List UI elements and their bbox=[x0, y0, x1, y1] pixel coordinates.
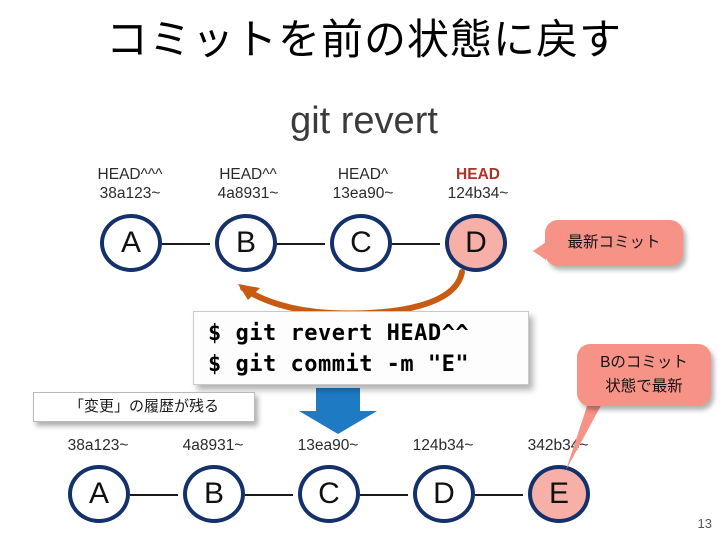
edge-a-b-top bbox=[162, 243, 210, 245]
hash-label-b-bottom: 4a8931~ bbox=[143, 436, 283, 455]
reflabel-d-top: HEAD 124b34~ bbox=[408, 165, 548, 203]
callout-b-state-latest: Bのコミット 状態で最新 bbox=[577, 344, 711, 406]
edge-b-c-bottom bbox=[245, 494, 293, 496]
hash-text-e-bottom: 342b34~ bbox=[527, 437, 589, 454]
note-box-text: 「変更」の履歴が残る bbox=[68, 398, 219, 415]
hash-text-d-top: 124b34~ bbox=[447, 185, 509, 202]
command-line-1: $ git revert HEAD^^ bbox=[208, 321, 470, 346]
callout-latest-commit-text: 最新コミット bbox=[567, 234, 661, 251]
callout-latest-commit: 最新コミット bbox=[533, 220, 683, 266]
hash-text-d-bottom: 124b34~ bbox=[412, 437, 474, 454]
commit-node-a-top[interactable]: A bbox=[100, 214, 162, 272]
edge-c-d-top bbox=[392, 243, 440, 245]
commit-letter-d-top: D bbox=[465, 226, 487, 259]
commit-node-b-top[interactable]: B bbox=[215, 214, 277, 272]
commit-node-d-top[interactable]: D bbox=[445, 214, 507, 272]
reflabel-c-top: HEAD^ 13ea90~ bbox=[293, 165, 433, 203]
hash-text-c-bottom: 13ea90~ bbox=[297, 437, 359, 454]
edge-b-c-top bbox=[277, 243, 325, 245]
commit-letter-b-top: B bbox=[235, 226, 256, 259]
commit-node-a-bottom[interactable]: A bbox=[68, 465, 130, 523]
edge-c-d-bottom bbox=[360, 494, 408, 496]
hash-label-d-bottom: 124b34~ bbox=[373, 436, 513, 455]
callout-tail-left-icon bbox=[533, 242, 546, 260]
commit-node-e-bottom[interactable]: E bbox=[528, 465, 590, 523]
commit-node-c-bottom[interactable]: C bbox=[298, 465, 360, 523]
hash-text-a-bottom: 38a123~ bbox=[67, 437, 129, 454]
ref-text-c-top: HEAD^ bbox=[337, 166, 389, 183]
ref-text-a-top: HEAD^^^ bbox=[97, 166, 163, 183]
commit-letter-e-bottom: E bbox=[548, 477, 569, 510]
commit-node-b-bottom[interactable]: B bbox=[183, 465, 245, 523]
commit-letter-a-bottom: A bbox=[88, 477, 109, 510]
callout-b-state-line-1: Bのコミット bbox=[600, 354, 688, 371]
callout-b-state-line-2: 状態で最新 bbox=[605, 378, 683, 395]
page-number: 13 bbox=[697, 516, 712, 531]
command-box[interactable]: $ git revert HEAD^^ $ git commit -m "E" bbox=[193, 311, 529, 385]
hash-label-a-bottom: 38a123~ bbox=[28, 436, 168, 455]
command-line-2: $ git commit -m "E" bbox=[208, 352, 470, 377]
hash-text-a-top: 38a123~ bbox=[99, 185, 161, 202]
hash-text-b-bottom: 4a8931~ bbox=[182, 437, 244, 454]
hash-label-e-bottom: 342b34~ bbox=[488, 436, 628, 455]
edge-d-e-bottom bbox=[475, 494, 523, 496]
hash-text-c-top: 13ea90~ bbox=[332, 185, 394, 202]
commit-node-d-bottom[interactable]: D bbox=[413, 465, 475, 523]
page-title: コミットを前の状態に戻す bbox=[105, 16, 622, 63]
commit-node-c-top[interactable]: C bbox=[330, 214, 392, 272]
commit-letter-d-bottom: D bbox=[433, 477, 455, 510]
commit-letter-c-top: C bbox=[350, 226, 372, 259]
reflabel-a-top: HEAD^^^ 38a123~ bbox=[60, 165, 200, 203]
ref-text-b-top: HEAD^^ bbox=[219, 166, 277, 183]
note-box-history: 「変更」の履歴が残る bbox=[33, 392, 255, 422]
commit-letter-b-bottom: B bbox=[203, 477, 224, 510]
edge-a-b-bottom bbox=[130, 494, 178, 496]
ref-text-head: HEAD bbox=[456, 166, 500, 183]
hash-label-c-bottom: 13ea90~ bbox=[258, 436, 398, 455]
page-subtitle: git revert bbox=[290, 100, 438, 142]
commit-letter-a-top: A bbox=[120, 226, 141, 259]
commit-letter-c-bottom: C bbox=[318, 477, 340, 510]
reflabel-b-top: HEAD^^ 4a8931~ bbox=[178, 165, 318, 203]
hash-text-b-top: 4a8931~ bbox=[217, 185, 279, 202]
